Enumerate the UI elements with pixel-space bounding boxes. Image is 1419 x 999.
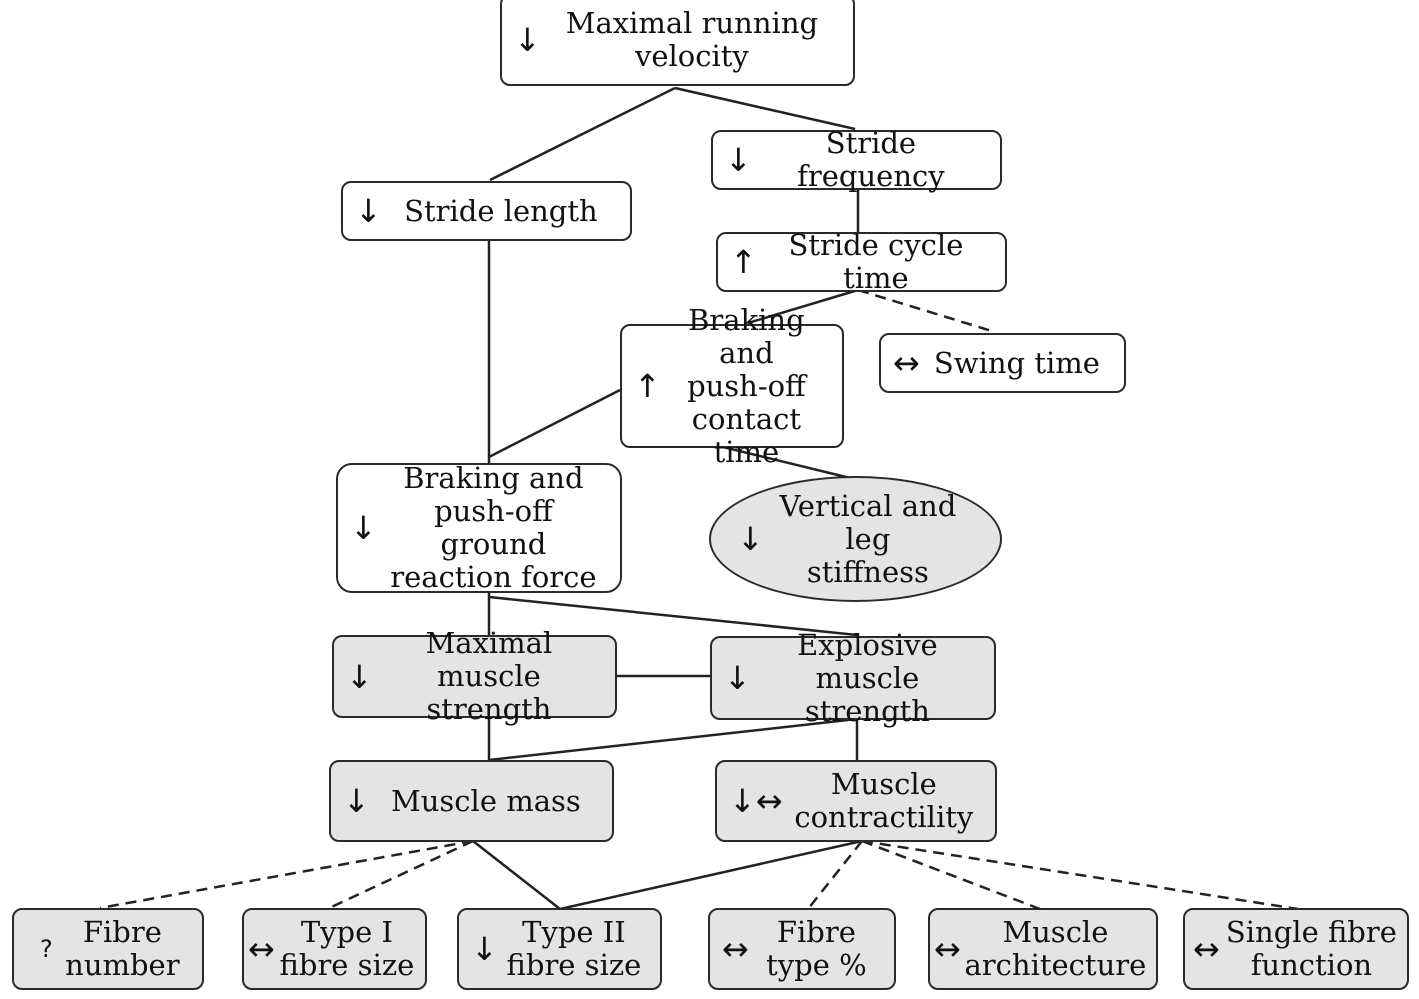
- line-contact-time-stiffness: [722, 445, 851, 480]
- node-muscle-mass: ↓ Muscle mass: [329, 760, 614, 842]
- node-contact-time: ↑ Braking and push-off contact time: [620, 303, 844, 468]
- node-label: Braking and push-off ground reaction for…: [390, 461, 597, 594]
- line-cycle-time-swing-time: [857, 288, 996, 334]
- node-label: Single fibre function: [1225, 915, 1397, 982]
- node-single-fibre-function: ↔ Single fibre function: [1183, 908, 1409, 990]
- node-label: Fibre number: [65, 915, 180, 982]
- line-mass-fibre-number: [99, 839, 474, 910]
- node-maximal-muscle-strength: ↓ Maximal muscle strength: [332, 627, 617, 726]
- line-grf-explosive: [488, 595, 858, 637]
- node-label: Muscle mass: [391, 783, 581, 818]
- line-contractility-type2: [559, 839, 863, 911]
- down-arrow-icon: ↓: [471, 930, 498, 968]
- node-type-ii-fibre-size: ↓ Type II fibre size: [457, 908, 662, 990]
- node-label: Maximal running velocity: [565, 6, 819, 73]
- both-arrow-icon: ↔: [1193, 930, 1220, 968]
- node-fibre-type-percent: ↔ Fibre type %: [708, 908, 896, 990]
- line-cycle-time-contact-time: [747, 288, 859, 325]
- node-muscle-architecture: ↔ Muscle architecture: [928, 908, 1158, 990]
- down-arrow-icon: ↓: [350, 509, 377, 547]
- down-arrow-icon: ↓: [737, 520, 764, 558]
- both-arrow-icon: ↔: [893, 344, 920, 382]
- node-label: Braking and push-off contact time: [687, 302, 806, 469]
- node-label: Stride frequency: [797, 126, 945, 193]
- node-label: Swing time: [933, 345, 1100, 380]
- node-maximal-running-velocity: ↓ Maximal running velocity: [500, 0, 855, 86]
- down-both-arrow-icon: ↓↔: [729, 782, 783, 820]
- node-stride-frequency: ↓ Stride frequency: [711, 126, 1002, 193]
- both-arrow-icon: ↔: [722, 930, 749, 968]
- down-arrow-icon: ↓: [346, 657, 373, 696]
- down-arrow-icon: ↓: [725, 141, 752, 179]
- line-contractility-fibre-type: [807, 840, 863, 910]
- up-arrow-icon: ↑: [730, 243, 757, 281]
- node-label: Muscle architecture: [964, 915, 1147, 982]
- question-mark-icon: ?: [40, 935, 53, 963]
- node-swing-time: ↔ Swing time: [879, 333, 1126, 393]
- down-arrow-icon: ↓: [355, 192, 382, 230]
- line-explosive-muscle-mass: [488, 717, 858, 762]
- both-arrow-icon: ↔: [248, 930, 275, 968]
- node-stride-length: ↓ Stride length: [341, 181, 632, 241]
- node-stride-cycle-time: ↑ Stride cycle time: [716, 228, 1007, 295]
- node-vertical-leg-stiffness: ↓ Vertical and leg stiffness: [709, 476, 1002, 602]
- node-label: Vertical and leg stiffness: [779, 488, 957, 589]
- up-arrow-icon: ↑: [634, 367, 661, 405]
- line-contact-time-grf: [488, 388, 621, 459]
- line-velocity-stride-frequency: [674, 86, 856, 131]
- node-label: Type II fibre size: [506, 915, 642, 982]
- node-ground-reaction-force: ↓ Braking and push-off ground reaction f…: [336, 461, 622, 594]
- both-arrow-icon: ↔: [934, 930, 961, 968]
- node-label: Stride length: [404, 193, 598, 228]
- line-velocity-stride-length: [489, 86, 676, 182]
- node-label: Maximal muscle strength: [425, 626, 553, 726]
- down-arrow-icon: ↓: [343, 782, 370, 820]
- down-arrow-icon: ↓: [724, 659, 751, 697]
- down-arrow-icon: ↓: [514, 21, 541, 59]
- line-mass-type1: [324, 839, 474, 912]
- node-label: Muscle contractility: [794, 767, 974, 834]
- node-label: Fibre type %: [766, 915, 867, 982]
- node-label: Type I fibre size: [279, 915, 415, 982]
- node-type-i-fibre-size: ↔ Type I fibre size: [242, 908, 427, 990]
- node-muscle-contractility: ↓↔ Muscle contractility: [715, 760, 997, 842]
- line-contractility-single-fibre: [861, 839, 1299, 911]
- node-explosive-muscle-strength: ↓ Explosive muscle strength: [710, 628, 996, 727]
- node-label: Explosive muscle strength: [797, 627, 938, 728]
- line-contractility-architecture: [861, 839, 1041, 911]
- node-fibre-number: ? Fibre number: [12, 908, 204, 990]
- node-label: Stride cycle time: [788, 228, 964, 295]
- line-mass-type2: [472, 840, 561, 910]
